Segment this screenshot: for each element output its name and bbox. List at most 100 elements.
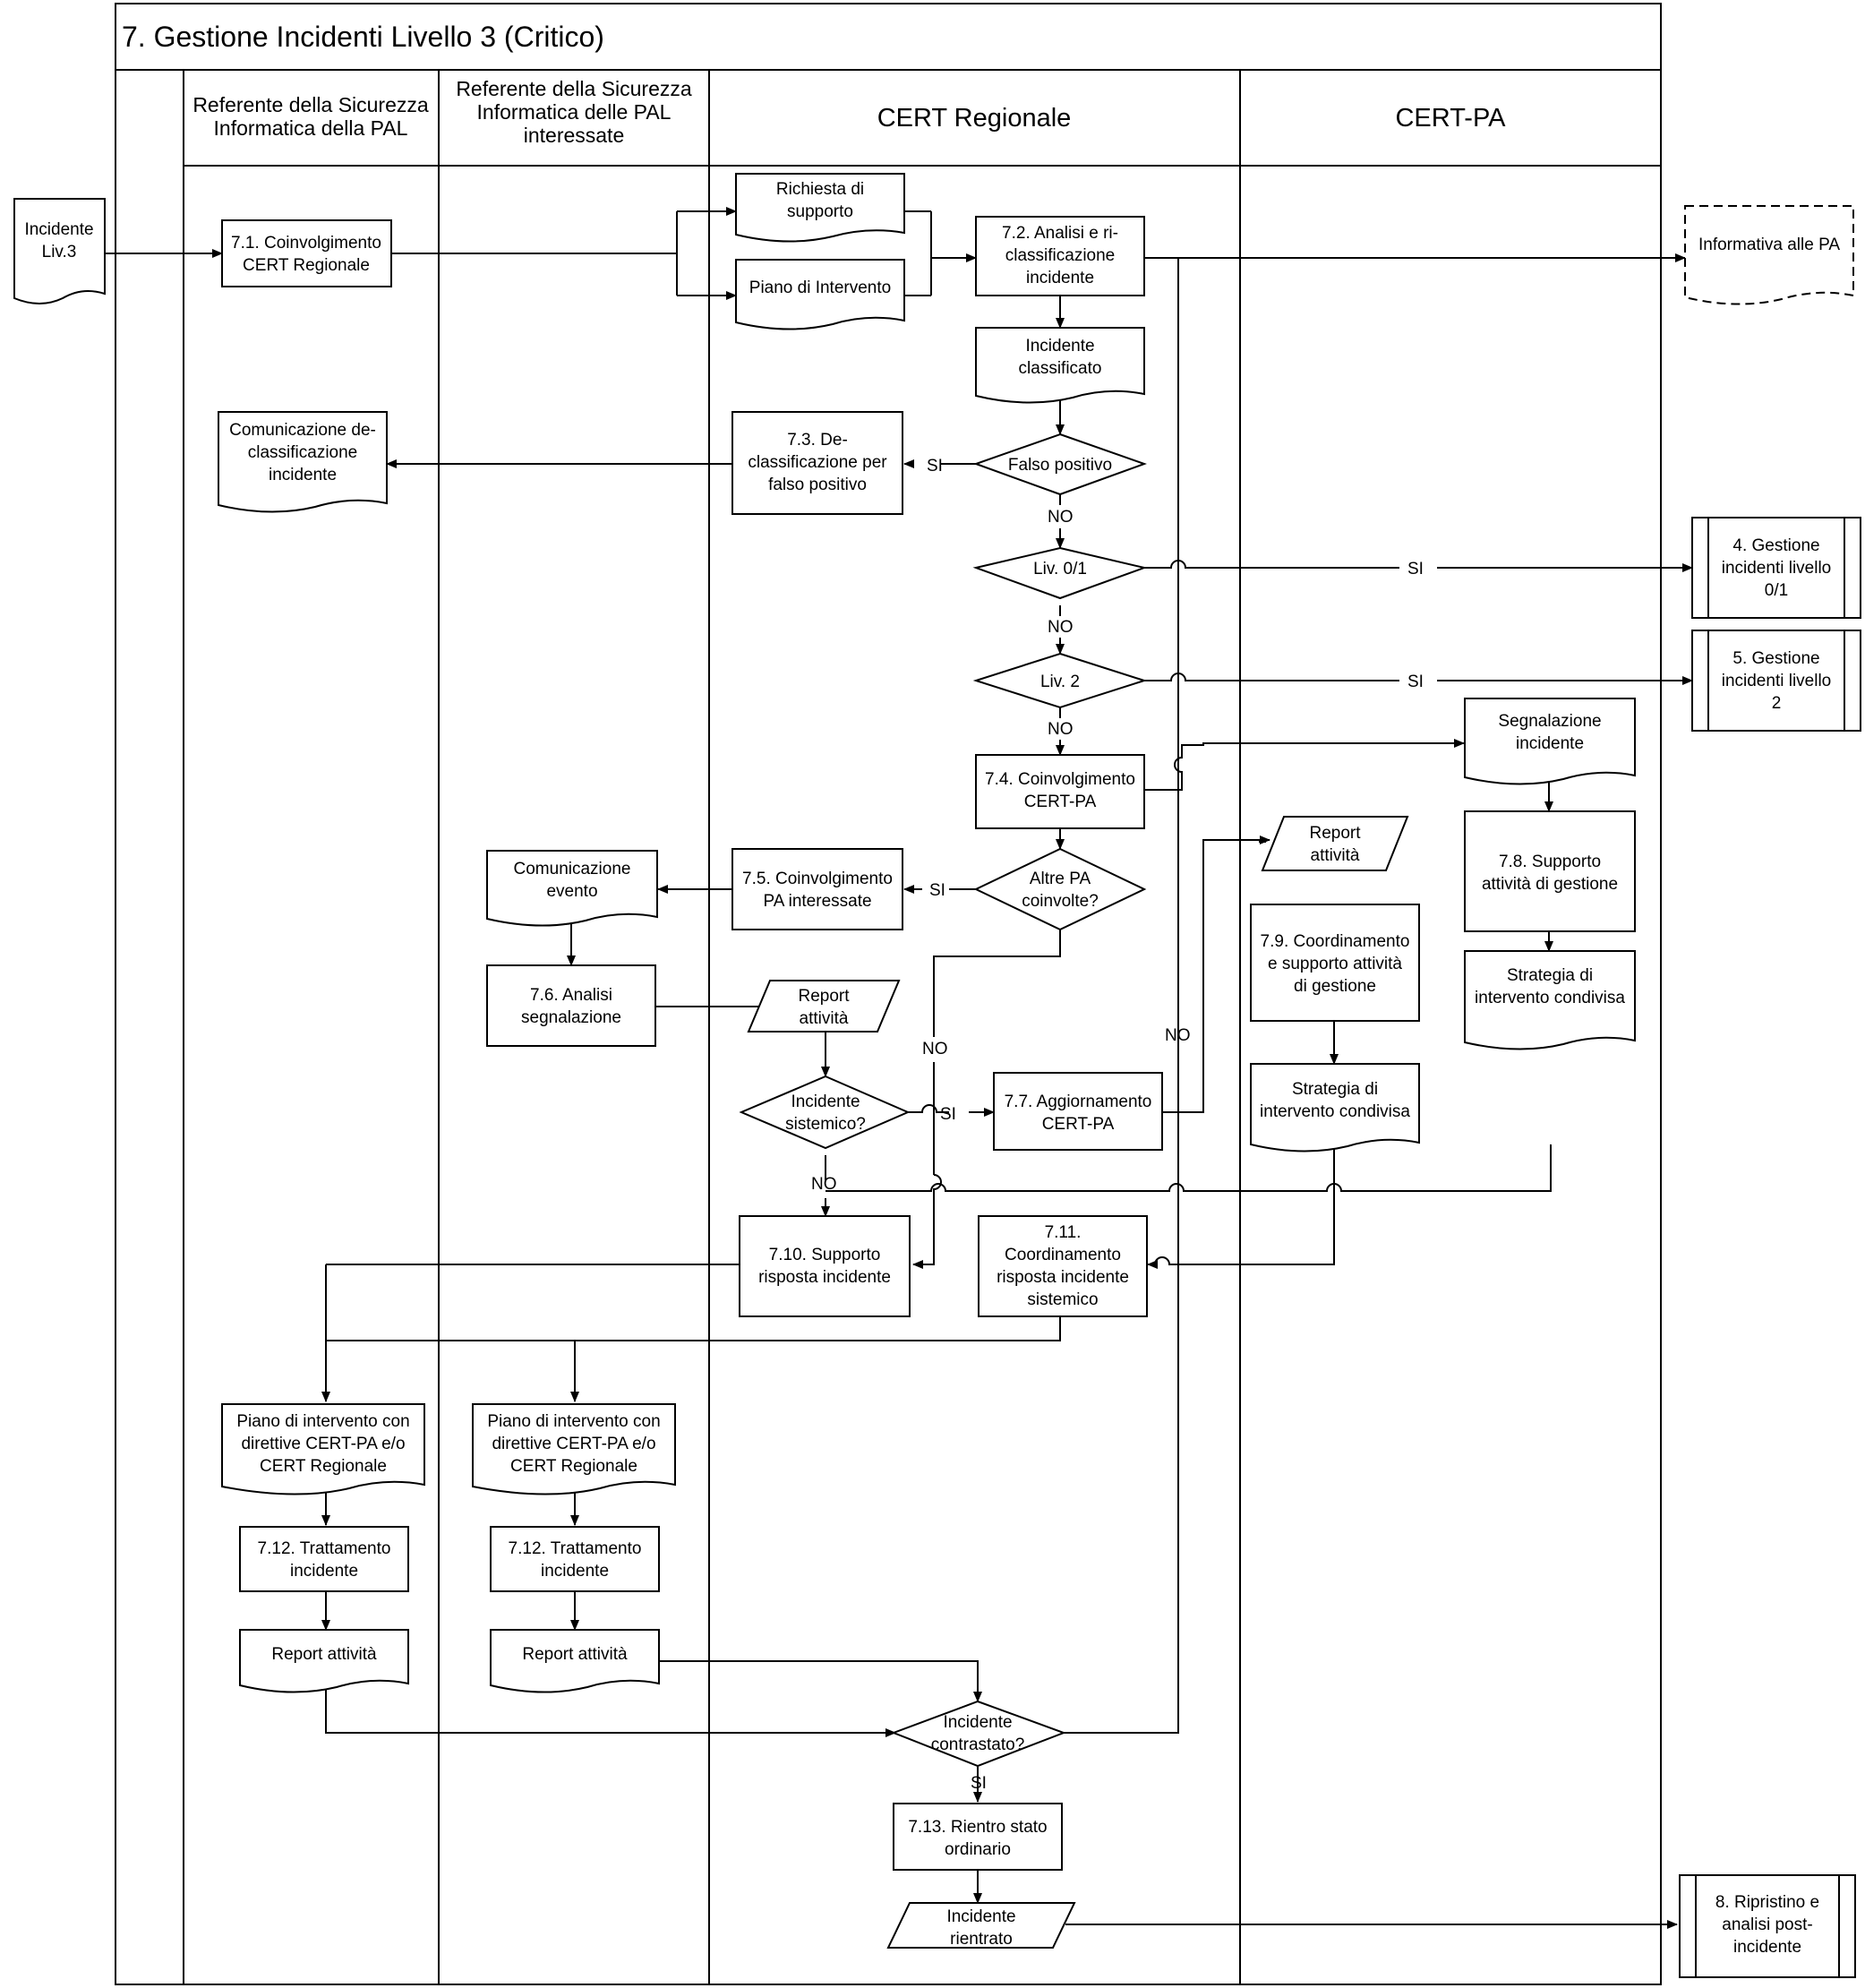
svg-text:7.2. Analisi e ri-classificazi: 7.2. Analisi e ri-classificazioneinciden… (1002, 224, 1118, 287)
edge-label-si-sistemico: SI (940, 1105, 956, 1124)
svg-text:Comunicazione de-classificazio: Comunicazione de-classificazioneincident… (229, 421, 376, 484)
edge-label-si-falso: SI (927, 457, 943, 476)
svg-text:Report attività: Report attività (271, 1645, 377, 1664)
document-piano-intervento: Piano di Intervento (735, 259, 905, 330)
svg-text:CERT-PA: CERT-PA (1395, 104, 1506, 133)
edge-label-no-altre-pa: NO (922, 1040, 948, 1058)
document-report-attivita-pal-interessate: Report attività (490, 1629, 660, 1693)
svg-text:Falso positivo: Falso positivo (1008, 456, 1112, 475)
decision-liv-2: Liv. 2 (972, 652, 1148, 709)
svg-text:Piano di Intervento: Piano di Intervento (749, 278, 891, 297)
lane-header-cert-regionale: CERT Regionale (877, 104, 1072, 133)
edge-label-no-contrastato: NO (1165, 1026, 1191, 1045)
connectors (105, 207, 1693, 1929)
edge-labels: SI NO SI NO SI NO SI NO NO SI NO SI (811, 457, 1424, 1793)
document-informativa-pa: Informativa alle PA (1684, 205, 1854, 305)
document-report-attivita-pal: Report attività (239, 1629, 409, 1693)
svg-text:Report attività: Report attività (522, 1645, 628, 1664)
swimlane-frame (115, 3, 1662, 1985)
edge-label-no-falso: NO (1048, 508, 1074, 527)
decision-falso-positivo: Falso positivo (973, 433, 1147, 496)
edge-label-no-liv01: NO (1048, 618, 1074, 637)
edge-label-no-sistemico: NO (811, 1175, 837, 1194)
diagram-title: 7. Gestione Incidenti Livello 3 (Critico… (122, 21, 604, 53)
edge-label-si-contrastato: SI (971, 1774, 987, 1793)
edge-label-si-liv01: SI (1407, 560, 1424, 578)
svg-text:CERT Regionale: CERT Regionale (877, 104, 1072, 133)
svg-text:Informativa alle PA: Informativa alle PA (1698, 236, 1840, 254)
svg-text:Liv. 2: Liv. 2 (1040, 673, 1080, 691)
edge-label-si-liv2: SI (1407, 673, 1424, 691)
edge-label-no-liv2: NO (1048, 720, 1074, 739)
svg-text:Liv. 0/1: Liv. 0/1 (1033, 560, 1087, 578)
